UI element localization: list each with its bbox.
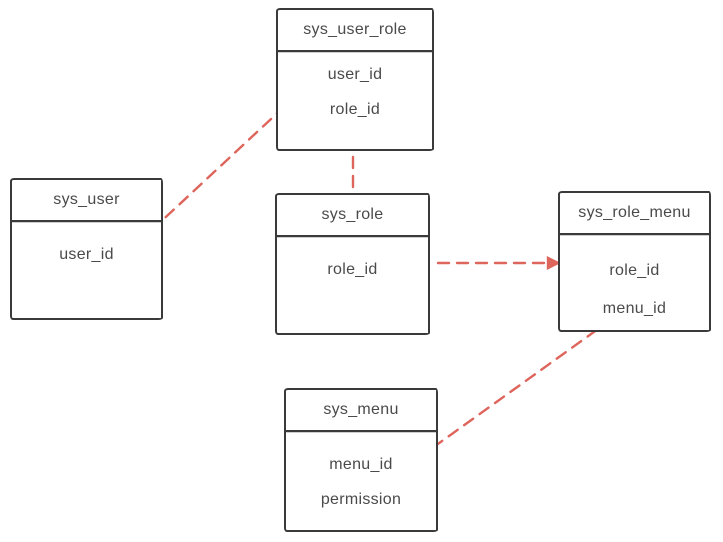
- entity-field: user_id: [327, 66, 383, 83]
- entity-field: user_id: [59, 246, 114, 263]
- entity-sys-role-menu[interactable]: sys_role_menu role_id menu_id: [558, 191, 711, 332]
- entity-title: sys_menu: [286, 390, 436, 432]
- entity-field: role_id: [327, 261, 378, 278]
- entity-fields: role_id: [277, 237, 428, 287]
- entity-sys-user-role[interactable]: sys_user_role user_id role_id: [276, 8, 434, 151]
- entity-field: role_id: [329, 101, 381, 118]
- entity-sys-user[interactable]: sys_user user_id: [10, 178, 163, 320]
- entity-fields: user_id role_id: [278, 52, 432, 127]
- entity-sys-role[interactable]: sys_role role_id: [275, 193, 430, 335]
- entity-field: menu_id: [329, 456, 393, 473]
- entity-field: menu_id: [602, 300, 667, 317]
- entity-fields: menu_id permission: [286, 432, 436, 517]
- entity-title: sys_user_role: [278, 10, 432, 52]
- entity-fields: user_id: [12, 222, 161, 272]
- relation-arrow-role-menu-to-menu[interactable]: [414, 317, 614, 461]
- entity-field: permission: [320, 491, 402, 508]
- entity-title: sys_user: [12, 180, 161, 222]
- entity-title: sys_role_menu: [560, 193, 709, 235]
- entity-field: role_id: [609, 262, 660, 279]
- entity-sys-menu[interactable]: sys_menu menu_id permission: [284, 388, 438, 532]
- entity-title: sys_role: [277, 195, 428, 237]
- entity-fields: role_id menu_id: [560, 235, 709, 326]
